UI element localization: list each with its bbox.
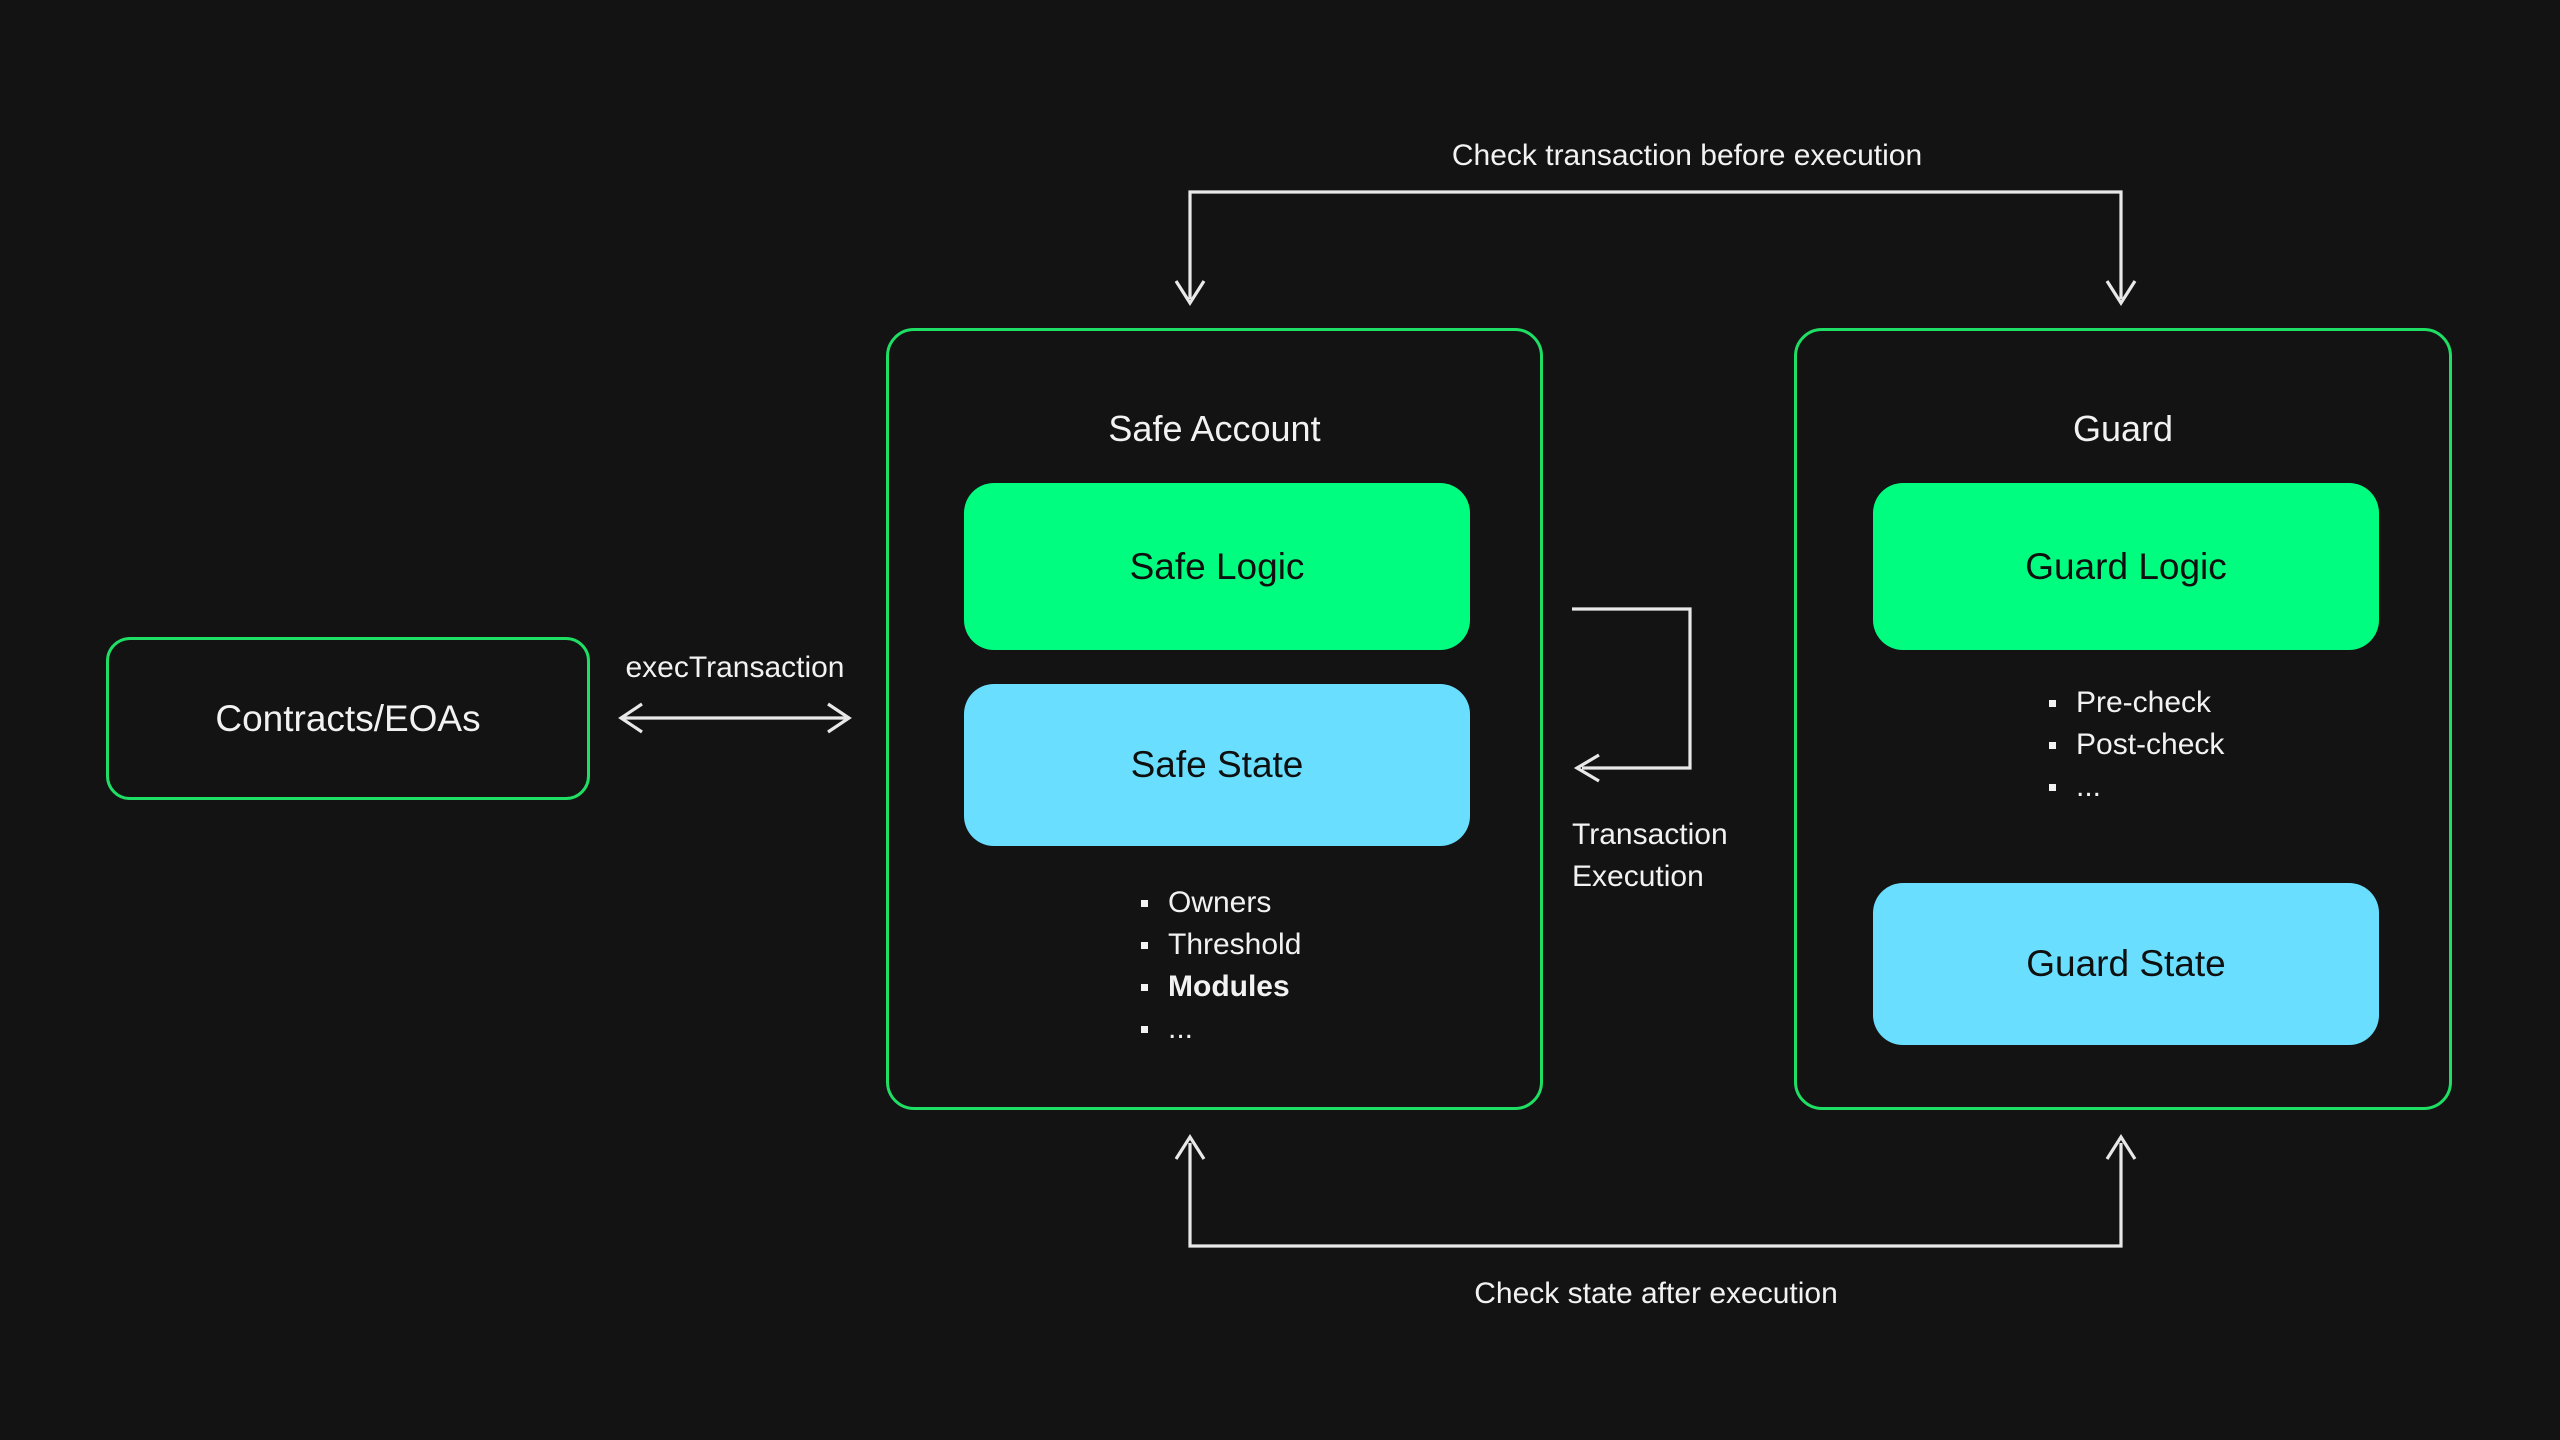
safe-state-label: Safe State [1130, 744, 1304, 785]
list-item: Pre-check [2049, 682, 2224, 724]
guard-logic-label: Guard Logic [2025, 545, 2227, 587]
safe-logic-box: Safe Logic [964, 483, 1470, 650]
check-before-label: Check transaction before execution [1451, 139, 1923, 172]
safe-account-title: Safe Account [1108, 408, 1321, 449]
safe-state-box: Safe State [964, 684, 1470, 846]
transaction-execution-label-line1: Transaction [1572, 818, 1728, 851]
list-item: ... [2049, 766, 2224, 808]
transaction-execution-label: Transaction Execution [1572, 814, 1728, 898]
list-item: Modules [1141, 966, 1301, 1008]
list-item: ... [1141, 1008, 1301, 1050]
safe-account-box: Safe Account Safe Logic Safe State Owner… [886, 328, 1543, 1110]
list-item: Threshold [1141, 924, 1301, 966]
list-item: Post-check [2049, 724, 2224, 766]
check-before-execution-arrow [1174, 190, 2137, 306]
contracts-eoas-box: Contracts/EOAs [106, 637, 590, 800]
contracts-eoas-label: Contracts/EOAs [215, 697, 481, 739]
guard-box: Guard Guard Logic Pre-check Post-check .… [1794, 328, 2452, 1110]
list-item: Owners [1141, 882, 1301, 924]
guard-state-box: Guard State [1873, 883, 2379, 1045]
exec-transaction-double-arrow [618, 702, 852, 734]
guard-state-label: Guard State [2026, 943, 2226, 984]
check-after-execution-arrow [1174, 1134, 2137, 1248]
transaction-execution-loop-arrow [1572, 607, 1692, 783]
safe-state-details-list: Owners Threshold Modules ... [1141, 882, 1301, 1050]
transaction-execution-label-line2: Execution [1572, 860, 1704, 893]
guard-logic-details-list: Pre-check Post-check ... [2049, 682, 2224, 808]
guard-title: Guard [2072, 408, 2174, 449]
check-after-label: Check state after execution [1474, 1277, 1838, 1310]
exec-transaction-label: execTransaction [625, 651, 845, 684]
safe-logic-label: Safe Logic [1129, 545, 1305, 587]
guard-logic-box: Guard Logic [1873, 483, 2379, 650]
